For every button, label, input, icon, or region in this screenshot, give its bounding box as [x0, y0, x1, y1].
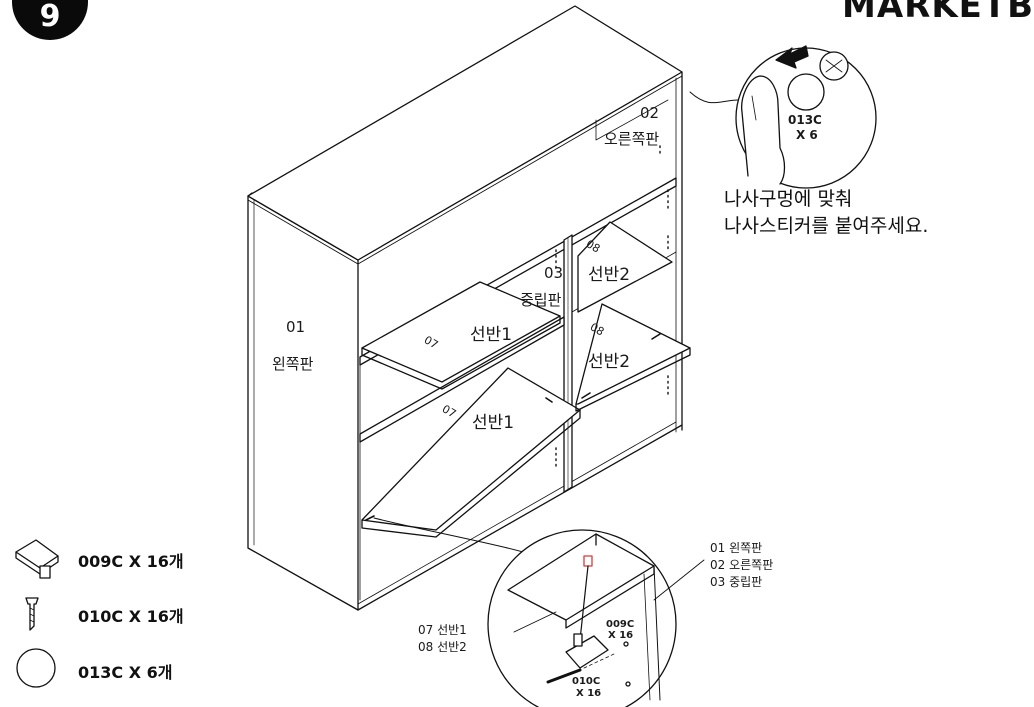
shelf2-upper: [577, 221, 673, 313]
screw-icon: [25, 597, 39, 631]
instruction-text: 나사구멍에 맞춰 나사스티커를 붙여주세요.: [724, 186, 928, 240]
detail-top-code: 009C: [606, 619, 635, 630]
shelf2-upper-name: 선반2: [588, 265, 631, 285]
detail-part-03: 03 중립판: [710, 575, 763, 589]
detail-parts-right: 01 왼쪽판 02 오른쪽판 03 중립판: [710, 540, 773, 591]
left-panel-name: 왼쪽판: [272, 355, 314, 373]
sticker-callout-qty: X 6: [796, 128, 818, 142]
arrow-icon: [775, 45, 809, 69]
bracket-detail-icon: [565, 635, 609, 669]
bracket-icon: [15, 539, 59, 579]
instruction-line-1: 나사구멍에 맞춰: [724, 188, 853, 210]
step-number: 9: [39, 0, 61, 34]
right-panel-name: 오른쪽판: [604, 130, 660, 148]
sticker-callout-code: 013C: [788, 113, 822, 127]
detail-parts-left: 07 선반1 08 선반2: [418, 622, 467, 656]
middle-panel-number: 03: [544, 264, 564, 282]
detail-part-08: 08 선반2: [418, 640, 467, 654]
hardware-013c-label: 013C X 6개: [78, 663, 173, 682]
hardware-010c-label: 010C X 16개: [78, 607, 184, 626]
shelf1-lower: [361, 367, 581, 531]
detail-bottom-qty: X 16: [576, 688, 602, 699]
detail-part-02: 02 오른쪽판: [710, 558, 774, 572]
middle-panel-name: 중립판: [520, 291, 562, 309]
shelf2-lower-name: 선반2: [588, 352, 631, 372]
shelf1-lower-name: 선반1: [472, 413, 515, 433]
shelf1-upper-name: 선반1: [470, 325, 513, 345]
instruction-line-2: 나사스티커를 붙여주세요.: [724, 215, 929, 237]
detail-part-07: 07 선반1: [418, 623, 467, 637]
detail-bottom-code: 010C: [572, 676, 601, 687]
detail-part-01: 01 왼쪽판: [710, 541, 763, 555]
right-panel-number: 02: [640, 104, 660, 122]
detail-top-qty: X 16: [608, 630, 634, 641]
left-panel-number: 01: [286, 318, 306, 336]
left-panel: [247, 195, 359, 611]
sticker-icon: [16, 648, 56, 688]
hardware-009c-label: 009C X 16개: [78, 552, 184, 571]
brand-logo: MARKETB: [841, 0, 1034, 26]
